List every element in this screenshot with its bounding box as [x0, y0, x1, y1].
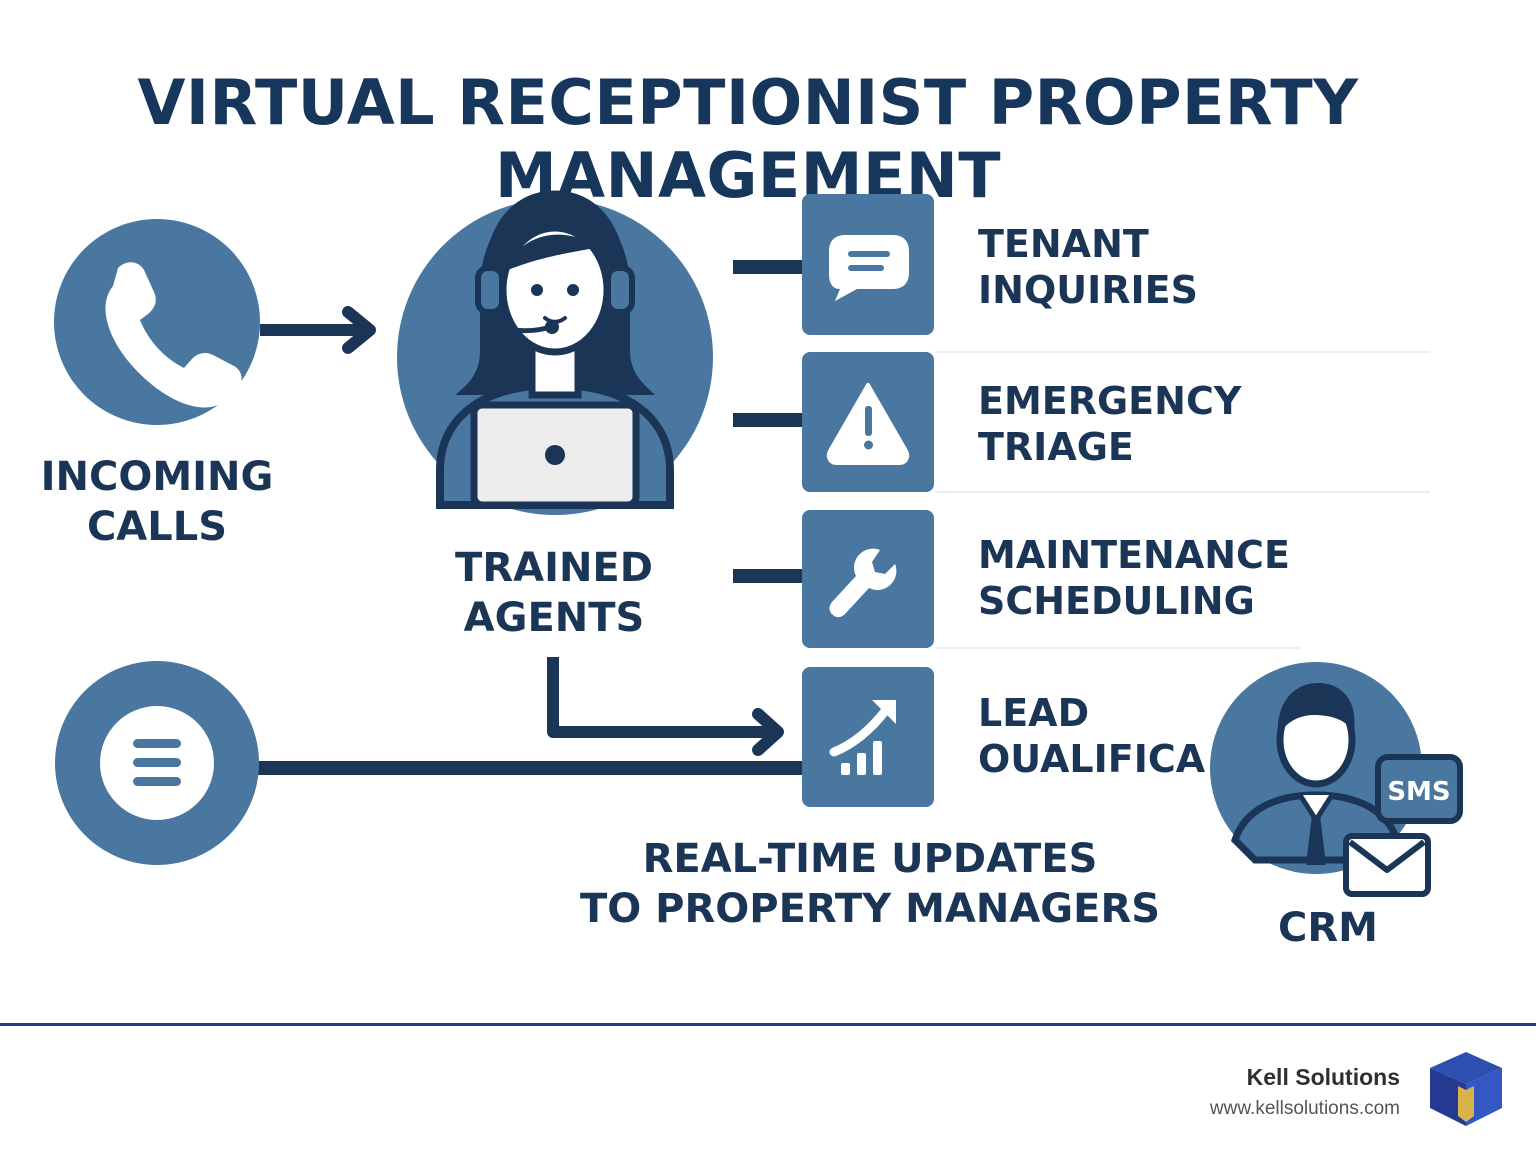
service-label-line2: OUALIFICA — [978, 737, 1206, 781]
sms-badge: SMS — [1375, 754, 1463, 824]
service-tile-tenant-inquiries — [802, 194, 934, 335]
brand-name: Kell Solutions — [1246, 1064, 1400, 1090]
service-label-maintenance-scheduling: MAINTENANCE SCHEDULING — [978, 532, 1290, 624]
cube-logo-icon — [1430, 1052, 1502, 1126]
service-connectors — [733, 260, 802, 583]
service-label-lead-qualification: LEAD OUALIFICA — [978, 690, 1205, 782]
arrow-agents-to-lead — [547, 657, 784, 756]
service-tile-maintenance-scheduling — [802, 510, 934, 648]
incoming-calls-label-line2: CALLS — [86, 504, 228, 550]
service-label-line1: LEAD — [978, 691, 1090, 735]
message-lines-icon — [133, 739, 181, 786]
trained-agents-label: TRAINED AGENTS — [434, 543, 674, 643]
warning-icon — [826, 383, 910, 465]
service-label-line1: TENANT — [978, 222, 1149, 266]
crm-label: CRM — [1278, 905, 1378, 951]
page-title: VIRTUAL RECEPTIONIST PROPERTY MANAGEMENT — [137, 66, 1359, 212]
service-row-dividers — [935, 351, 1430, 649]
incoming-calls-label-line1: INCOMING — [40, 454, 274, 500]
service-label-line2: INQUIRIES — [978, 268, 1198, 312]
service-label-emergency-triage: EMERGENCY TRIAGE — [978, 378, 1241, 470]
crm-node — [1210, 662, 1422, 874]
messages-node — [55, 661, 259, 865]
footer-divider — [0, 1023, 1536, 1026]
growth-chart-icon — [829, 700, 896, 775]
real-time-updates-line2: TO PROPERTY MANAGERS — [579, 886, 1161, 932]
real-time-updates-label: REAL-TIME UPDATES TO PROPERTY MANAGERS — [560, 834, 1180, 934]
service-label-line1: EMERGENCY — [978, 379, 1242, 423]
phone-icon — [105, 262, 242, 408]
incoming-calls-label: INCOMING CALLS — [37, 452, 277, 552]
service-label-line2: TRIAGE — [978, 425, 1134, 469]
incoming-calls-node — [54, 219, 260, 425]
service-label-line2: SCHEDULING — [978, 579, 1255, 623]
real-time-updates-line1: REAL-TIME UPDATES — [642, 836, 1098, 882]
service-tile-emergency-triage — [802, 352, 934, 492]
mail-icon — [1343, 833, 1431, 897]
service-label-line1: MAINTENANCE — [978, 533, 1290, 577]
service-label-tenant-inquiries: TENANT INQUIRIES — [978, 221, 1198, 313]
service-tile-lead-qualification — [802, 667, 934, 807]
brand-url[interactable]: www.kellsolutions.com — [1209, 1098, 1400, 1119]
agent-headset-icon — [436, 190, 674, 509]
arrow-calls-to-agents — [260, 306, 376, 354]
wrench-icon — [829, 548, 897, 618]
trained-agents-label-line2: AGENTS — [463, 595, 645, 641]
sms-badge-label: SMS — [1387, 777, 1450, 807]
trained-agents-label-line1: TRAINED — [455, 545, 653, 591]
chat-bubble-icon — [829, 235, 909, 301]
trained-agents-node — [397, 190, 713, 515]
